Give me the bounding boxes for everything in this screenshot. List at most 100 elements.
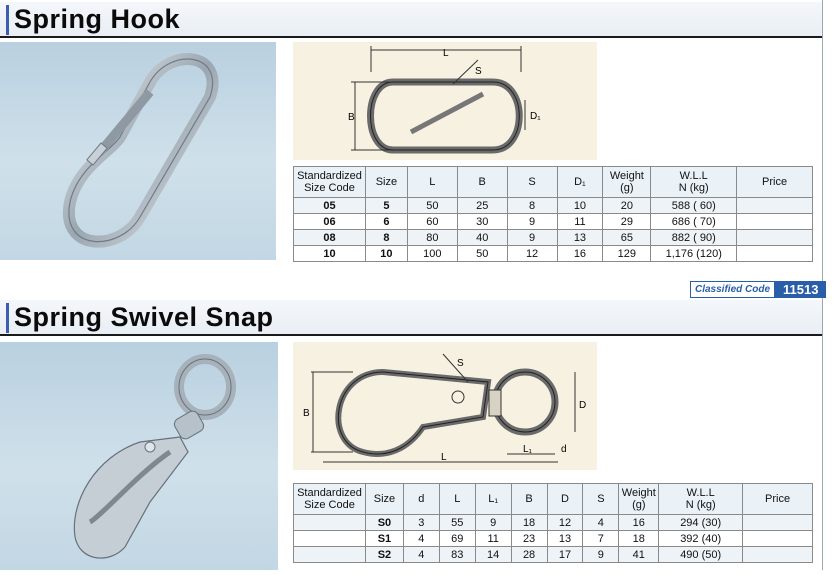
table-cell — [742, 546, 813, 563]
spring-hook-drawing: L B S D₁ — [293, 42, 597, 160]
table-cell — [736, 245, 813, 262]
table-cell: 9 — [506, 229, 558, 246]
col-header: Standardized Size Code — [293, 166, 366, 198]
table-cell: 11 — [556, 213, 604, 230]
table-cell: 8 — [506, 197, 558, 214]
dim-label-D1: D₁ — [530, 111, 541, 122]
table-cell: 28 — [510, 546, 548, 563]
col-header: D₁ — [556, 166, 604, 198]
col-header-label: Size — [375, 176, 398, 188]
table-cell: 16 — [556, 245, 604, 262]
dim-label-B: B — [303, 408, 310, 419]
dim-label-L: L — [443, 48, 449, 59]
table-cell: 10 — [556, 197, 604, 214]
table-cell — [293, 546, 366, 563]
table-cell: 14 — [474, 546, 512, 563]
section-header-spring-swivel-snap: Spring Swivel Snap — [0, 300, 822, 336]
table-cell: 17 — [546, 546, 584, 563]
table-cell: 50 — [456, 245, 508, 262]
table-cell: 12 — [546, 514, 584, 531]
table-cell: 1,176 (120) — [650, 245, 738, 262]
col-header-label: Weight (g) — [621, 487, 656, 511]
header-accent-bar — [6, 303, 9, 333]
table-cell — [736, 213, 813, 230]
table-cell: 40 — [456, 229, 508, 246]
spring-swivel-snap-drawing: S B D L₁ d L — [293, 342, 597, 470]
table-cell: 55 — [438, 514, 476, 531]
table-cell — [293, 514, 366, 531]
spring-swivel-snap-spec-table: Standardized Size Code Size d L L₁ B D S… — [293, 483, 813, 563]
table-cell: 7 — [582, 530, 620, 547]
dim-label-S: S — [457, 358, 464, 369]
dim-label-d: d — [561, 444, 567, 455]
table-cell: 10 — [293, 245, 366, 262]
table-cell: S0 — [364, 514, 404, 531]
col-header-label: W.L.L N (kg) — [685, 487, 716, 511]
table-cell: 882 ( 90) — [650, 229, 738, 246]
table-cell: 08 — [293, 229, 366, 246]
table-cell: 25 — [456, 197, 508, 214]
col-header-label: W.L.L N (kg) — [678, 170, 709, 194]
col-header: Weight (g) — [618, 483, 660, 515]
table-cell — [736, 229, 813, 246]
header-underline — [0, 334, 822, 336]
table-cell: 65 — [602, 229, 652, 246]
table-row: 08 8 80 40 9 13 65 882 ( 90) — [293, 229, 813, 246]
table-cell: 83 — [438, 546, 476, 563]
table-row: 05 5 50 25 8 10 20 588 ( 60) — [293, 197, 813, 214]
header-accent-bar — [6, 5, 9, 35]
col-header-label: L — [429, 176, 436, 188]
col-header-label: S — [528, 176, 536, 188]
col-header: S — [506, 166, 558, 198]
col-header: S — [582, 483, 620, 515]
col-header: Price — [736, 166, 813, 198]
spring-swivel-snap-photo — [0, 342, 278, 570]
table-cell: 29 — [602, 213, 652, 230]
table-row: 06 6 60 30 9 11 29 686 ( 70) — [293, 213, 813, 230]
table-cell: 129 — [602, 245, 652, 262]
spring-swivel-snap-dimension-drawing: S B D L₁ d L — [303, 353, 586, 463]
table-cell: 9 — [474, 514, 512, 531]
col-header: B — [456, 166, 508, 198]
table-cell: 5 — [364, 197, 408, 214]
table-row: S0 3 55 9 18 12 4 16 294 (30) — [293, 514, 813, 531]
spring-swivel-snap-image — [73, 354, 236, 559]
col-header: Price — [742, 483, 813, 515]
col-header: W.L.L N (kg) — [658, 483, 744, 515]
col-header-label: Weight (g) — [609, 170, 644, 194]
col-header: D — [546, 483, 584, 515]
dim-label-L: L — [441, 452, 447, 463]
table-cell: 13 — [546, 530, 584, 547]
table-cell: 20 — [602, 197, 652, 214]
spring-hook-dimension-drawing: L B S D₁ — [348, 46, 541, 154]
table-cell: 4 — [582, 514, 620, 531]
col-header-label: Price — [762, 176, 788, 188]
col-header-label: Price — [765, 493, 791, 505]
col-header-label: B — [525, 493, 533, 505]
dim-label-D: D — [579, 400, 586, 411]
table-cell: 69 — [438, 530, 476, 547]
table-cell: 30 — [456, 213, 508, 230]
table-cell: 05 — [293, 197, 366, 214]
col-header-label: L — [454, 493, 461, 505]
table-cell — [742, 514, 813, 531]
col-header-label: Size — [373, 493, 396, 505]
table-cell: 60 — [406, 213, 458, 230]
table-cell: 392 (40) — [658, 530, 744, 547]
col-header: W.L.L N (kg) — [650, 166, 738, 198]
table-cell: 686 ( 70) — [650, 213, 738, 230]
table-cell: 80 — [406, 229, 458, 246]
table-cell: 50 — [406, 197, 458, 214]
table-cell: 23 — [510, 530, 548, 547]
table-cell: 9 — [506, 213, 558, 230]
table-cell: 3 — [402, 514, 440, 531]
section-title: Spring Hook — [14, 4, 180, 34]
col-header: d — [402, 483, 440, 515]
col-header: B — [510, 483, 548, 515]
table-cell: 8 — [364, 229, 408, 246]
col-header: L — [406, 166, 458, 198]
table-cell: 13 — [556, 229, 604, 246]
col-header-label: Standardized Size Code — [297, 487, 362, 511]
col-header-label: d — [418, 493, 425, 505]
spring-hook-spec-table: Standardized Size Code Size L B S D₁ Wei… — [293, 166, 813, 262]
